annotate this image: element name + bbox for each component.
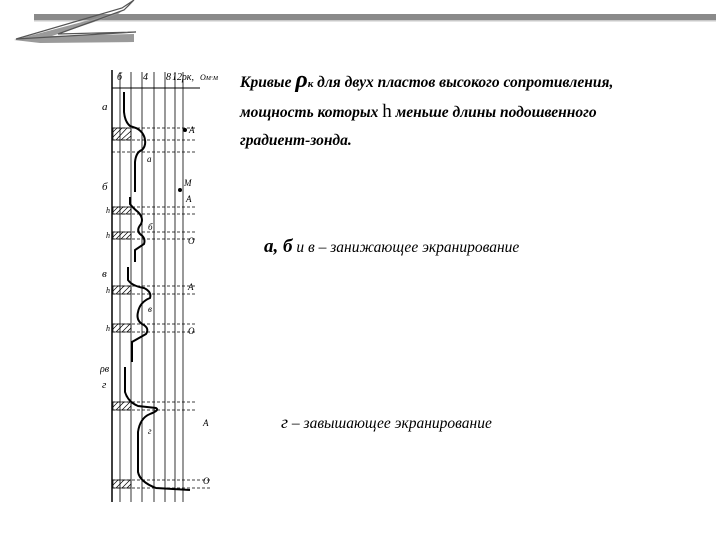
note-shielding-lowering: а, б и в – занижающее экранирование [264,236,519,258]
note-letter-g: г [281,412,289,432]
electrode-label: O [188,236,195,246]
electrode-label: A [185,194,192,204]
caption-text-2: меньше длины подошвенного градиент-зонда… [240,104,597,149]
header-swoosh [14,4,134,43]
note-letter-b: б [278,236,293,257]
boundary-lines [112,127,210,489]
h-label: h [106,324,110,333]
header-bar [34,14,716,20]
axis-label-unit: Ом·м [200,73,218,82]
rho-symbol: ρ [295,67,308,93]
header-swoosh-outline [15,0,137,40]
inner-letter: в [148,304,152,314]
h-label: h [106,231,110,240]
note-letter-a: а, [264,236,279,257]
electrode-label: A [188,125,195,135]
note-letter-v: в [307,239,315,256]
caption-text-1: для двух пластов высокого сопротивления,… [240,74,614,121]
rho-curves [123,92,191,491]
axis-label-rho: ρк, [181,72,194,83]
curve-v [127,267,152,362]
h-symbol: h [382,101,392,122]
curve-g [124,367,191,491]
panel-letter: а [102,101,108,113]
note-and: и [292,239,308,256]
axis-label-4: 4 [143,72,148,83]
electrode-dot [183,128,187,132]
curve-b [129,197,146,262]
header-decoration [14,0,716,43]
electrode-dot [178,188,182,192]
electrode-label: A [187,282,194,292]
axis-label-12: 12 [172,72,182,83]
axis-label-8: 8 [166,72,171,83]
rho-label: ρв [100,364,110,375]
header-bar-shadow [34,20,716,22]
note-text: – занижающее экранирование [314,239,520,256]
electrode-label: O [203,476,210,486]
figure-caption: Кривые ρк для двух пластов высокого сопр… [240,66,670,155]
panel-letter: г [102,379,107,391]
caption-word: Кривые [240,74,292,91]
hatched-beds [112,127,132,489]
curve-a [123,92,147,192]
inner-letter: б [148,222,153,232]
inner-letter: г [148,426,152,436]
rho-subscript: к [307,78,314,90]
h-label: h [106,206,110,215]
inner-letter: а [147,154,152,164]
h-label: h [106,286,110,295]
electrode-label: M [183,178,192,188]
note-shielding-raising: г – завышающее экранирование [281,412,492,433]
electrode-label: O [188,326,195,336]
panel-letter: б [102,181,108,193]
note-text: – завышающее экранирование [288,415,492,432]
resistivity-curves-diagram: б 4 8 12 ρк, Ом·м [100,70,218,502]
panel-letter: в [102,268,107,280]
electrode-label: A [202,418,209,428]
